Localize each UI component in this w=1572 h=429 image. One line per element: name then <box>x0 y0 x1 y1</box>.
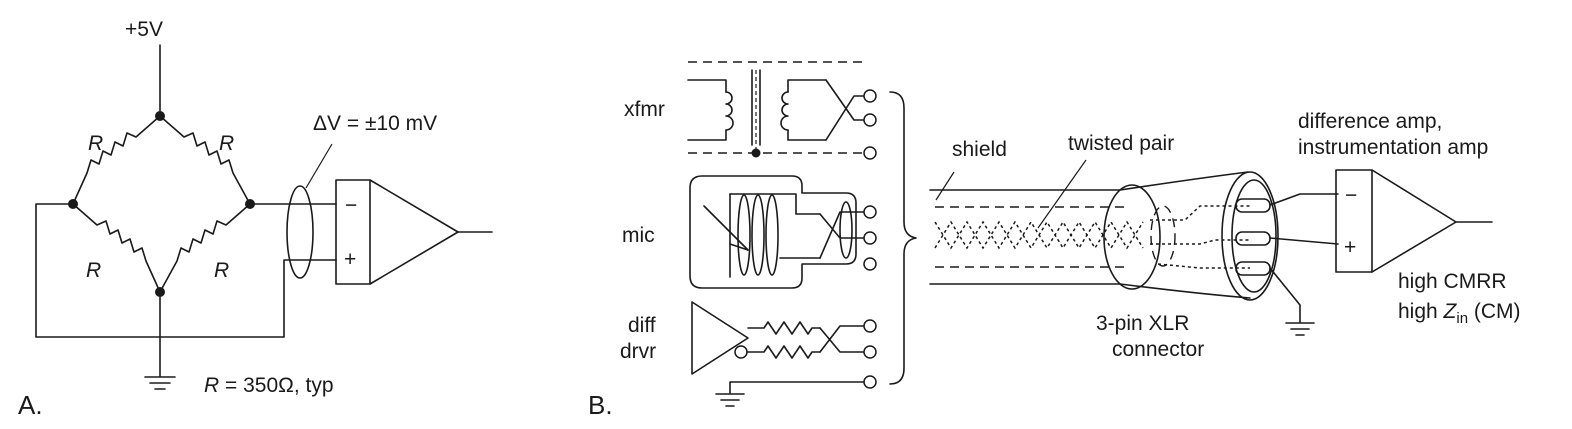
resistor-label-tl: R <box>88 132 103 155</box>
node-top <box>155 111 165 121</box>
bridge-resistor-top-right <box>159 115 251 205</box>
diff-label-line2: drvr <box>620 340 656 363</box>
amp-title-line2: instrumentation amp <box>1298 136 1488 159</box>
xlr-wire-ground <box>1269 267 1301 323</box>
xlr-wire-plus <box>1269 237 1339 245</box>
shield-label: shield <box>952 138 1007 161</box>
resistor-label-tr: R <box>219 132 234 155</box>
resistance-note: R = 350Ω, typ <box>204 374 334 397</box>
resistor-label-bl: R <box>86 259 101 282</box>
connector-label-line1: 3-pin XLR <box>1096 312 1189 335</box>
minus-input-a: − <box>345 194 357 217</box>
delta-v-loop <box>286 185 314 279</box>
resistor-label-br: R <box>214 259 229 282</box>
panel-a: +5V R R R R ΔV = ±10 mV <box>18 18 493 420</box>
spec-line2: high Zin (CM) <box>1398 300 1521 327</box>
amplifier-b <box>1335 169 1457 273</box>
mic-body <box>689 175 857 289</box>
diff-driver-source: diff drvr <box>620 301 877 407</box>
ground-symbol-b <box>1285 322 1315 336</box>
delta-v-label: ΔV = ±10 mV <box>313 112 437 135</box>
xfmr-label: xfmr <box>624 98 665 121</box>
twisted-pair-label: twisted pair <box>1068 132 1174 155</box>
mic-source: mic <box>622 175 877 289</box>
panel-b-letter: B. <box>588 390 613 420</box>
bridge-resistor-bottom-right <box>159 203 251 293</box>
spec-line1: high CMRR <box>1398 270 1507 293</box>
connector-label-line2: connector <box>1112 338 1204 361</box>
wire-to-plus-input <box>35 203 337 338</box>
ground-symbol-a <box>144 376 176 390</box>
source-brace <box>889 91 917 385</box>
mic-label: mic <box>622 224 655 247</box>
plus-input-a: + <box>344 248 356 271</box>
cable: shield twisted pair <box>929 132 1251 299</box>
panel-b: B. xfmr mic <box>588 61 1521 420</box>
supply-label: +5V <box>125 18 163 41</box>
xlr-wire-minus <box>1269 193 1339 206</box>
bridge-resistor-bottom-left <box>72 203 161 293</box>
amplifier-a <box>335 179 459 285</box>
panel-a-letter: A. <box>18 390 43 420</box>
plus-input-b: + <box>1344 236 1356 259</box>
diff-label-line1: diff <box>628 314 656 337</box>
amp-title-line1: difference amp, <box>1298 110 1442 133</box>
xfmr-source: xfmr <box>624 61 877 160</box>
diff-driver-triangle <box>691 301 749 375</box>
minus-input-b: − <box>1345 184 1357 207</box>
bridge-resistor-top-left <box>72 115 161 205</box>
delta-v-leader <box>305 143 333 189</box>
